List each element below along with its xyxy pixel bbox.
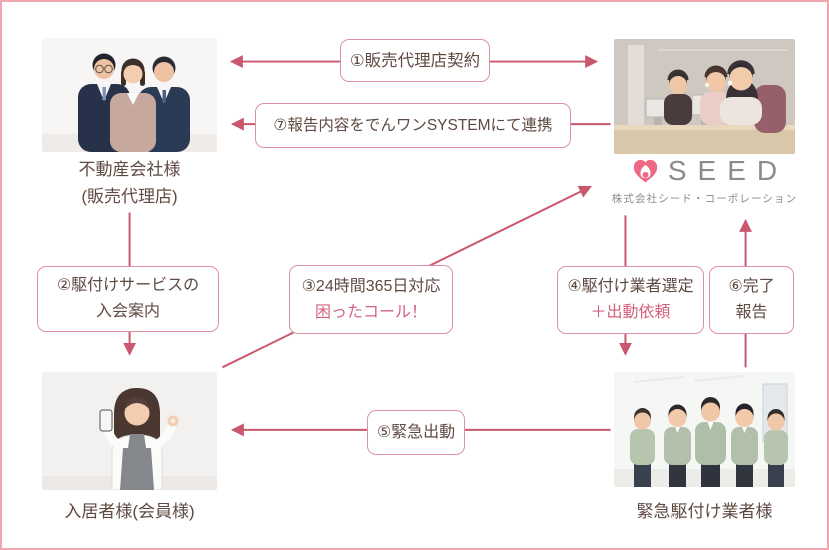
- step3-line2: 困ったコール！: [314, 303, 427, 321]
- seed-company-name: 株式会社シード・コーポレーション: [611, 193, 798, 205]
- step1-box: ①販売代理店契約: [340, 39, 490, 82]
- step5-label: ⑤緊急出動: [376, 423, 456, 441]
- seed-logo-text: SEED: [667, 155, 789, 186]
- step4-line1: ④駆付け業者選定: [567, 278, 694, 295]
- step3-line1: ③24時間365日対応: [301, 277, 441, 295]
- real-estate-company-photo: [42, 38, 217, 152]
- step6-line2: 報告: [735, 304, 768, 321]
- step1-label: ①販売代理店契約: [349, 51, 481, 70]
- step4-line2: ＋出動依頼: [590, 304, 671, 321]
- step6-box: ⑥完了 報告: [709, 266, 794, 334]
- real-estate-label-line1: 不動産会社様: [78, 160, 181, 179]
- resident-photo: [42, 372, 217, 490]
- resident-label: 入居者様(会員様): [64, 502, 195, 521]
- step2-box: ②駆付けサービスの 入会案内: [37, 266, 219, 332]
- real-estate-label-line2: (販売代理店): [81, 187, 178, 206]
- step3-box: ③24時間365日対応 困ったコール！: [289, 265, 453, 334]
- step6-line1: ⑥完了: [728, 278, 775, 295]
- step2-line1: ②駆付けサービスの: [56, 277, 200, 294]
- step4-box: ④駆付け業者選定 ＋出動依頼: [557, 266, 704, 334]
- contractor-photo: [614, 372, 795, 487]
- seed-heart-icon: [632, 159, 659, 184]
- step2-line2: 入会案内: [95, 303, 160, 320]
- contractor-label: 緊急駆付け業者様: [636, 502, 773, 521]
- step7-label: ⑦報告内容をでんワンSYSTEMにて連携: [273, 116, 553, 134]
- real-estate-label: 不動産会社様 (販売代理店): [42, 156, 217, 210]
- seed-logo-block: SEED 株式会社シード・コーポレーション: [604, 155, 805, 206]
- step7-box: ⑦報告内容をでんワンSYSTEMにて連携: [255, 103, 571, 148]
- step5-box: ⑤緊急出動: [367, 410, 465, 455]
- seed-call-center-photo: [614, 39, 795, 154]
